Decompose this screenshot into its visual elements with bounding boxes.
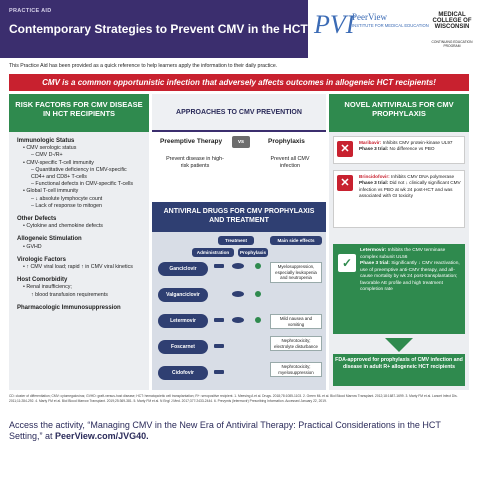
risk-item: – Quantitative deficiency in CMV-specifi… (31, 166, 127, 181)
iv-icon (214, 344, 224, 348)
iv-icon (214, 264, 224, 268)
drug-cidofovir: Cidofovir (158, 366, 208, 380)
novel-antivirals-panel: NOVEL ANTIVIRALS FOR CMV PROPHYLAXIS ✕ M… (329, 94, 469, 390)
risk-factors-list: Immunologic Status• CMV serologic status… (9, 132, 149, 318)
risk-section-title: Immunologic Status (17, 138, 75, 144)
check-icon: ✓ (338, 254, 356, 272)
pill-icon (232, 263, 244, 269)
risk-factors-panel: RISK FACTORS FOR CMV DISEASE IN HCT RECI… (9, 94, 149, 390)
drug-name: Letermovir: (360, 248, 387, 253)
pill-icon (232, 317, 244, 323)
logo-area: PVI PeerView INSTITUTE FOR MEDICAL EDUCA… (308, 0, 478, 58)
check-icon (255, 263, 261, 269)
administration-icons (214, 263, 261, 374)
risk-section-title: Host Comorbidity (17, 277, 68, 284)
risk-item: • Global T-cell immunity (23, 188, 79, 195)
references: CD: cluster of differentiation; CMV: cyt… (9, 394, 458, 403)
prophylaxis-title: Prophylaxis (268, 138, 305, 145)
x-icon: ✕ (337, 141, 353, 157)
pill-icon (232, 291, 244, 297)
x-icon: ✕ (337, 175, 353, 191)
drug-foscarnet: Foscarnet (158, 340, 208, 354)
check-icon (255, 291, 261, 297)
maribavir-card: ✕ Maribavir: Inhibits CMV protein-kinase… (333, 136, 465, 164)
peerview-logo: PeerView (352, 12, 387, 22)
effect-nephro-myelo: Nephrotoxicity; myelosuppression (270, 362, 322, 378)
preemptive-title: Preemptive Therapy (160, 138, 223, 145)
vs-badge: vs (232, 136, 250, 148)
key-message-banner: CMV is a common opportunistic infection … (9, 74, 469, 91)
risk-item: • CMV-specific T-cell immunity (23, 159, 94, 166)
risk-item: – Functional defects in CMV-specific T-c… (31, 181, 134, 188)
mcw-logo: MEDICAL COLLEGE OF WISCONSIN (432, 12, 472, 30)
peerview-logo-sub: INSTITUTE FOR MEDICAL EDUCATION (352, 23, 429, 28)
page-title: Contemporary Strategies to Prevent CMV i… (9, 22, 352, 36)
practice-aid-tag: PRACTICE AID (9, 8, 52, 14)
prophylaxis-desc: Prevent all CMV infection (270, 156, 310, 169)
effect-myelosuppression: Myelosuppression, especially leukopenia … (270, 262, 322, 283)
risk-item: – Lack of response to mitogen (31, 202, 102, 209)
preemptive-desc: Prevent disease in high-risk patients (166, 156, 224, 169)
prophylaxis-column-label: Prophylaxis (238, 248, 268, 257)
risk-item: • GVHD (23, 243, 42, 250)
fda-approval-note: FDA-approved for prophylaxis of CMV infe… (333, 354, 465, 386)
mcw-logo-sub: CONTINUING EDUCATION PROGRAM (431, 40, 473, 48)
access-activity: Access the activity, “Managing CMV in th… (9, 420, 441, 441)
check-icon (255, 317, 261, 323)
risk-item: – ↓ absolute lymphocyte count (31, 195, 103, 202)
drug-name: Brincidofovir: (359, 174, 390, 179)
side-effects-column-label: Main side effects (270, 236, 322, 245)
risk-item: • Cytokine and chemokine defects (23, 223, 103, 230)
activity-link[interactable]: PeerView.com/JVG40. (55, 431, 149, 441)
risk-section-title: Allogeneic Stimulation (17, 236, 82, 243)
pvi-logo: PVI (314, 10, 355, 39)
header-bar: PRACTICE AID Contemporary Strategies to … (0, 0, 478, 58)
iv-icon (214, 318, 224, 322)
drug-name: Maribavir: (359, 140, 382, 145)
antiviral-drugs-box: ANTIVIRAL DRUGS FOR CMV PROPHYLAXIS AND … (152, 202, 326, 390)
drug-ganciclovir: Ganciclovir (158, 262, 208, 276)
risk-section-title: Other Defects (17, 216, 57, 223)
risk-item: • Renal insufficiency; (23, 284, 72, 291)
brincidofovir-card: ✕ Brincidofovir: Inhibits CMV DNA polyme… (333, 170, 465, 228)
risk-section-title: Virologic Factors (17, 256, 66, 263)
iv-icon (214, 370, 224, 374)
risk-section-title: Pharmacologic Immunosuppression (17, 304, 121, 311)
administration-column-label: Administration (192, 248, 234, 257)
effect-nausea: Mild nausea and vomiting (270, 314, 322, 330)
drug-valganciclovir: Valganciclovir (158, 288, 208, 302)
treatment-column-label: Treatment (218, 236, 254, 245)
approaches-panel: APPROACHES TO CMV PREVENTION Preemptive … (152, 94, 326, 390)
intro-text: This Practice Aid has been provided as a… (9, 63, 278, 69)
arrow-down-icon (385, 338, 413, 352)
risk-item: ↑ blood transfusion requirements (31, 291, 108, 298)
risk-item: • CMV serologic status (23, 145, 77, 152)
antiviral-drugs-heading: ANTIVIRAL DRUGS FOR CMV PROPHYLAXIS AND … (152, 202, 326, 232)
approaches-heading: APPROACHES TO CMV PREVENTION (152, 94, 326, 132)
effect-nephrotoxicity: Nephrotoxicity; electrolyte disturbance (270, 336, 322, 352)
novel-antivirals-heading: NOVEL ANTIVIRALS FOR CMV PROPHYLAXIS (329, 94, 469, 132)
drug-letermovir: Letermovir (158, 314, 208, 328)
letermovir-card: ✓ Letermovir: Inhibits the CMV terminase… (333, 244, 465, 334)
risk-item: – CMV D-/R+ (31, 152, 63, 159)
risk-item: • ↑ CMV viral load; rapid ↑ in CMV viral… (23, 264, 133, 271)
risk-factors-heading: RISK FACTORS FOR CMV DISEASE IN HCT RECI… (9, 94, 149, 132)
